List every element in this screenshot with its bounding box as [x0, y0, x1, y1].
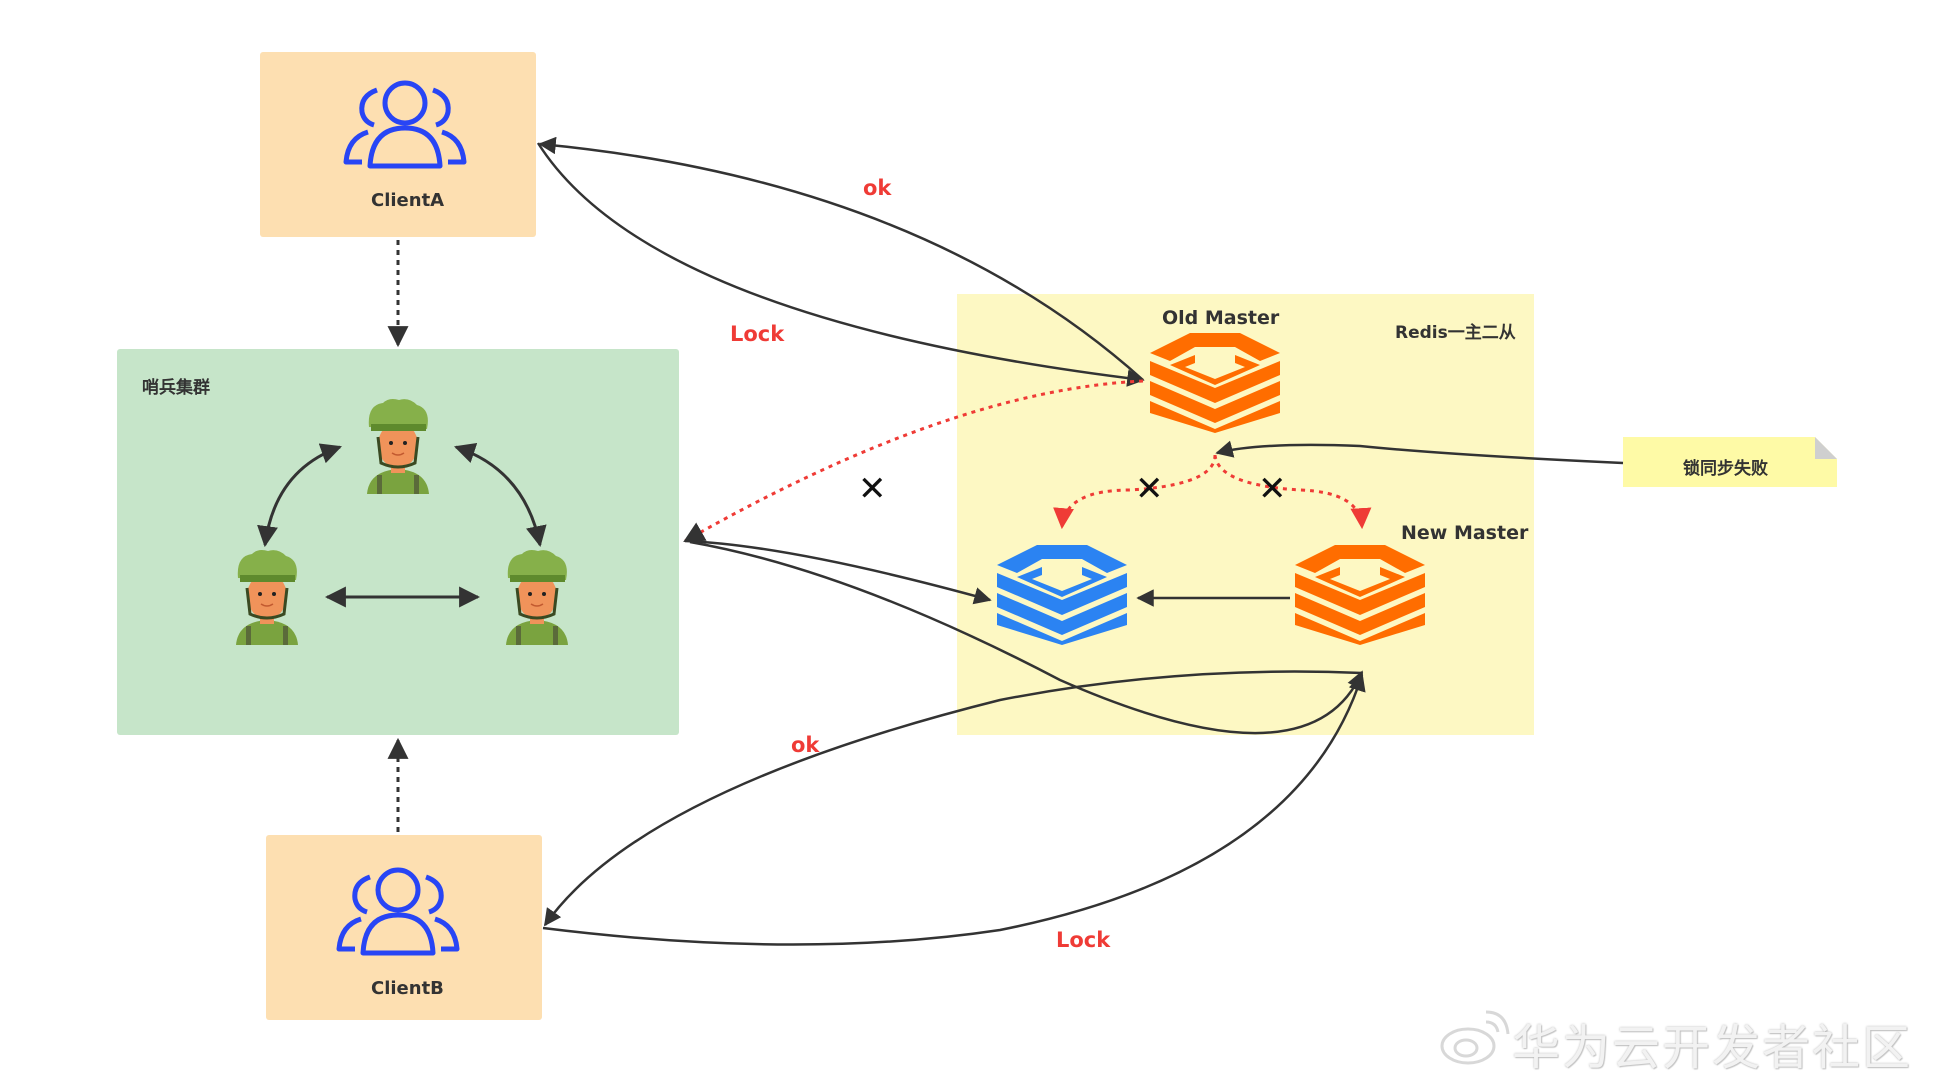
note-text: 锁同步失败: [1683, 459, 1768, 479]
new-master-label: New Master: [1401, 522, 1529, 544]
slave-redis-icon[interactable]: [997, 545, 1127, 645]
sentinel-3-soldier-icon[interactable]: [498, 548, 576, 645]
replication-to-slave-broken: [1053, 454, 1217, 530]
client-a-lock-arrow: [536, 142, 1145, 387]
weibo-icon: [1440, 1010, 1510, 1065]
client-a-lock-label: Lock: [730, 322, 785, 346]
sentinel-cluster-title: 哨兵集群: [142, 378, 210, 398]
sentinel-1-3-arrow: [454, 443, 547, 548]
redis-group-title: Redis一主二从: [1395, 323, 1516, 343]
watermark-text: 华为云开发者社区: [1512, 1020, 1913, 1076]
client-b-box[interactable]: [266, 835, 542, 1020]
sentinel-to-new-master-arrow: [689, 540, 1364, 735]
sync-failed-note[interactable]: [1623, 437, 1837, 487]
client-b-users-icon: [336, 867, 460, 956]
sentinel-2-soldier-icon[interactable]: [228, 548, 306, 645]
replication-to-new-master-broken: [1213, 454, 1372, 530]
broken-link-marker-slave: ✕: [1135, 469, 1164, 509]
broken-link-marker-sentinel: ✕: [858, 469, 887, 509]
note-to-old-master-arrow: [1215, 440, 1624, 465]
new-master-redis-icon[interactable]: [1295, 545, 1425, 645]
client-a-ok-arrow: [538, 136, 1144, 381]
sentinel-1-2-arrow: [257, 443, 342, 548]
broken-link-marker-new-master: ✕: [1258, 469, 1287, 509]
old-master-redis-icon[interactable]: [1150, 333, 1280, 433]
client-b-lock-label: Lock: [1056, 928, 1111, 952]
client-b-lock-arrow: [542, 673, 1366, 946]
client-b-label: ClientB: [371, 978, 444, 999]
sentinel-1-soldier-icon[interactable]: [359, 397, 437, 494]
sentinel-to-slave-arrow: [684, 539, 992, 605]
client-b-ok-label: ok: [791, 733, 820, 757]
client-b-ok-arrow: [543, 670, 1363, 927]
client-a-ok-label: ok: [863, 176, 892, 200]
old-master-label: Old Master: [1162, 307, 1280, 329]
client-a-users-icon: [343, 80, 467, 169]
client-a-label: ClientA: [371, 190, 445, 211]
sentinel-old-master-broken-link: [683, 379, 1144, 543]
